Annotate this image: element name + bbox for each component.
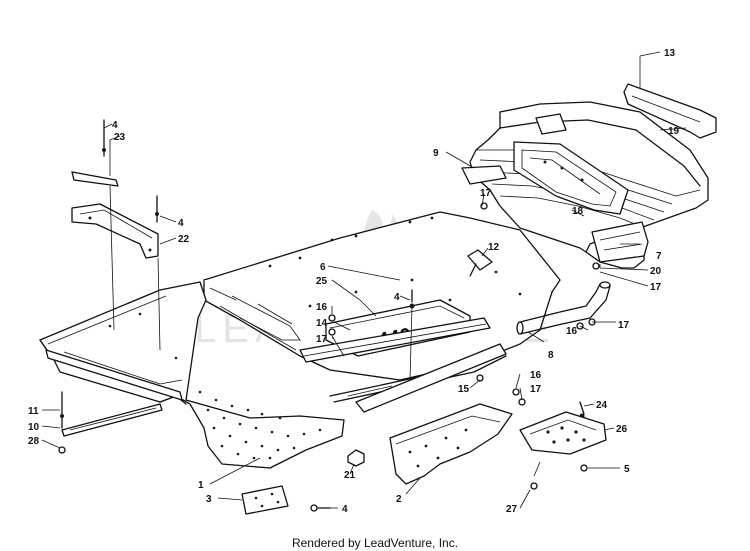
callout-4-top-bolt: 4 <box>112 120 118 131</box>
callout-numbers: 13 19 9 17 18 12 7 20 17 4 23 4 22 6 25 … <box>28 48 680 515</box>
callout-17-rail-left: 17 <box>480 188 492 199</box>
callout-1: 1 <box>198 480 204 491</box>
callout-12: 12 <box>488 242 500 253</box>
callout-27: 27 <box>506 504 518 515</box>
callout-16-left: 16 <box>316 302 328 313</box>
callout-22: 22 <box>178 234 190 245</box>
callout-10: 10 <box>28 422 40 433</box>
side-bracket <box>389 403 513 485</box>
callout-14: 14 <box>316 318 328 329</box>
upper-bracket-23 <box>71 171 119 187</box>
hitch-pipe <box>516 281 611 335</box>
grommet <box>347 449 365 467</box>
callout-16-right: 16 <box>566 326 578 337</box>
footer-credit: Rendered by LeadVenture, Inc. <box>291 536 459 550</box>
callout-18: 18 <box>572 206 584 217</box>
seal-strip <box>623 83 717 139</box>
callout-4-deck-bolt: 4 <box>394 292 400 303</box>
callout-9: 9 <box>433 148 439 159</box>
callout-20: 20 <box>650 266 662 277</box>
callout-4-channel-bolt: 4 <box>178 218 184 229</box>
running-board <box>39 281 345 469</box>
tunnel-deck: 440 <box>203 211 561 403</box>
trim-strip <box>61 403 163 437</box>
callout-17-lower: 17 <box>530 384 542 395</box>
callout-2: 2 <box>396 494 402 505</box>
callout-11: 11 <box>28 406 39 417</box>
channel-bracket-22 <box>71 203 159 259</box>
callout-16-lower: 16 <box>530 370 542 381</box>
callout-15: 15 <box>458 384 470 395</box>
callout-8: 8 <box>548 350 554 361</box>
callout-21: 21 <box>344 470 356 481</box>
leader-lines <box>41 51 687 509</box>
callout-5: 5 <box>624 464 630 475</box>
callout-13: 13 <box>664 48 676 59</box>
name-plate <box>241 485 289 515</box>
callout-24: 24 <box>596 400 608 411</box>
callout-17-rail-right: 17 <box>650 282 662 293</box>
callout-26: 26 <box>616 424 628 435</box>
lower-hinge-bar <box>355 343 507 413</box>
callout-4-plate-screw: 4 <box>342 504 348 515</box>
callout-25: 25 <box>316 276 328 287</box>
callout-3: 3 <box>206 494 212 505</box>
callout-7: 7 <box>656 251 662 262</box>
callout-6: 6 <box>320 262 326 273</box>
callout-17-left: 17 <box>316 334 328 345</box>
callout-17-pipe: 17 <box>618 320 630 331</box>
callout-23: 23 <box>114 132 126 143</box>
rear-bumper-assembly <box>461 101 709 269</box>
callout-28: 28 <box>28 436 40 447</box>
callout-19: 19 <box>668 126 680 137</box>
foot-plate <box>519 411 607 455</box>
footrest-holes <box>108 312 322 460</box>
